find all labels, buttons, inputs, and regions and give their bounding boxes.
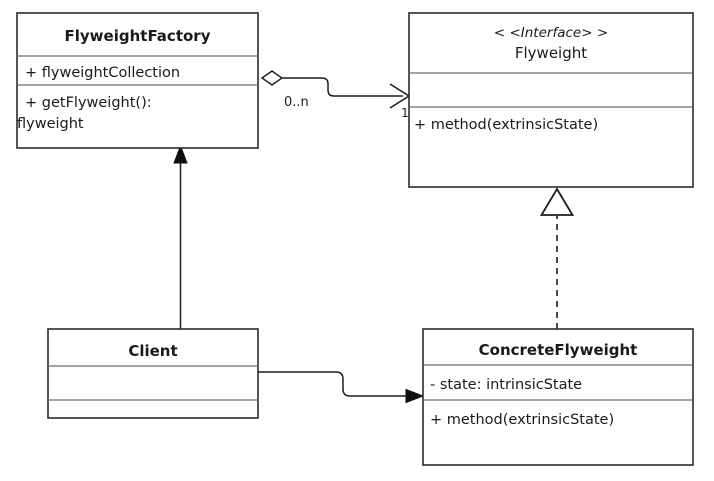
edge-client-to-concreteflyweight [258,371,425,404]
flyweightfactory-method-line-1: + getFlyweight(): [25,95,152,111]
edge-flyweightfactory-to-flyweight [260,70,411,109]
edge-client-concrete-arrowhead [405,388,425,404]
flyweightfactory-title: FlyweightFactory [65,27,211,45]
edge-concreteflyweight-realizes-flyweight [539,187,575,329]
flyweight-title: Flyweight [515,44,587,62]
flyweight-stereotype: < <Interface> > [494,25,608,41]
edge-client-to-flyweightfactory [173,144,188,329]
class-box-client[interactable]: Client [47,328,259,419]
aggregation-diamond-icon [260,70,284,86]
concreteflyweight-outline [422,328,694,466]
class-box-flyweight[interactable]: < <Interface> > Flyweight + method(extri… [408,12,694,188]
flyweightfactory-attribute-0: + flyweightCollection [25,65,180,81]
flyweightfactory-method-line-2: flyweight [17,116,84,132]
flyweight-outline [408,12,694,188]
realization-triangle-icon [539,187,575,216]
edge-client-factory-arrowhead [173,144,188,164]
concreteflyweight-method-0: + method(extrinsicState) [430,412,614,428]
flyweightfactory-outline [16,12,259,149]
edge-aggregation-path [282,77,403,97]
concreteflyweight-attribute-0: - state: intrinsicState [430,377,582,393]
client-outline [47,328,259,419]
edge-client-concrete-path [258,371,414,397]
class-box-concreteflyweight[interactable]: ConcreteFlyweight - state: intrinsicStat… [422,328,694,466]
multiplicity-label-target: 1 [401,106,409,120]
class-box-flyweightfactory[interactable]: FlyweightFactory + flyweightCollection +… [16,12,259,149]
flyweight-method-0: + method(extrinsicState) [414,117,598,133]
concreteflyweight-title: ConcreteFlyweight [479,341,638,359]
multiplicity-label-source: 0..n [284,95,309,110]
client-title: Client [128,342,177,360]
